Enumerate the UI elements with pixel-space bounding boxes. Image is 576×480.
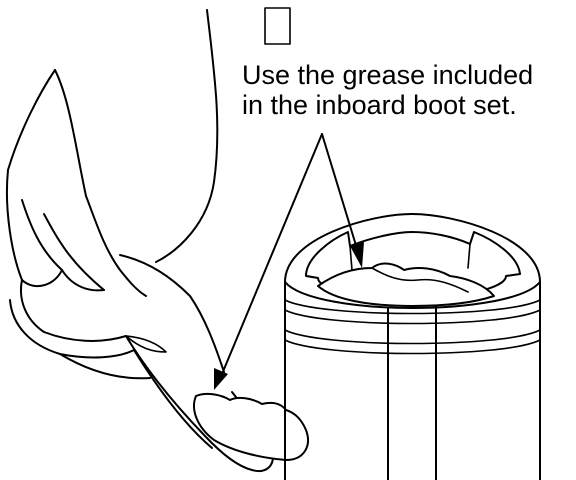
grease-dab-icon (193, 392, 309, 461)
joint-housing-illustration (284, 213, 541, 480)
caption-line-1: Use the grease included (242, 60, 534, 90)
arrowhead-housing (350, 242, 364, 268)
caption-line-2: in the inboard boot set. (242, 90, 517, 120)
arrow-to-fingertip (221, 133, 323, 375)
placeholder-box-icon (264, 7, 291, 45)
arrowhead-fingertip (214, 368, 228, 390)
hand-illustration (5, 9, 274, 472)
arrow-to-housing (321, 133, 359, 253)
leader-arrows (214, 133, 364, 390)
instruction-caption: Use the grease included in the inboard b… (242, 60, 533, 120)
